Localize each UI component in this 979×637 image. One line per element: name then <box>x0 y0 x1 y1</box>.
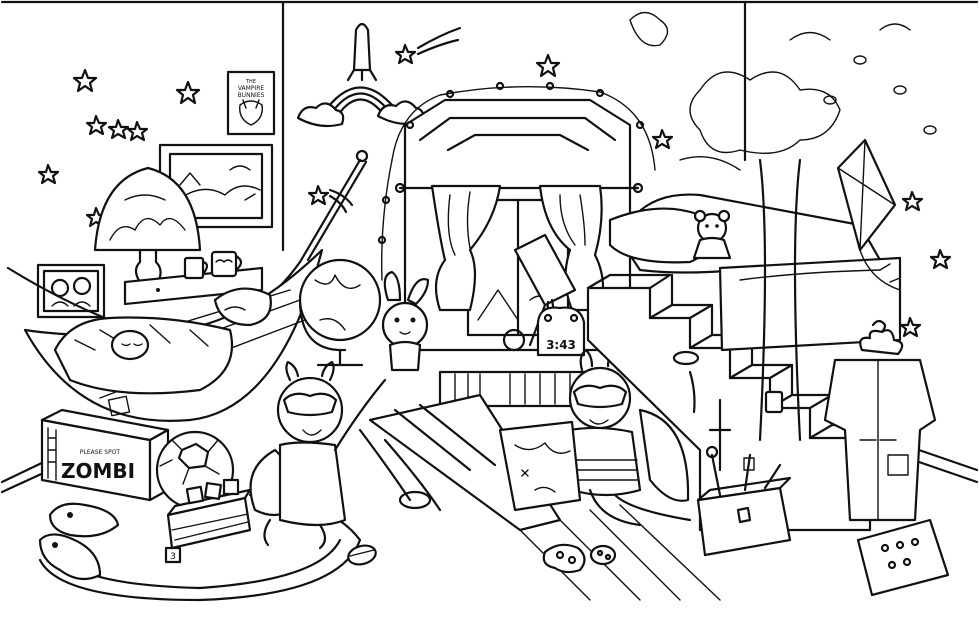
girl-in-cape <box>568 348 692 527</box>
rainbow-wall-decal <box>296 22 425 128</box>
clock-display: 3:43 <box>546 338 576 352</box>
wall-stars <box>37 26 952 338</box>
game-controller <box>542 543 586 574</box>
desk-globe <box>298 258 382 367</box>
wall-shelf <box>123 250 264 306</box>
toolbox-with-tools <box>696 398 792 557</box>
floor-toys <box>347 543 617 574</box>
tree-wall-decal <box>629 11 937 442</box>
stair-items <box>672 350 784 414</box>
mug-two <box>210 250 238 278</box>
family-photo-frame <box>36 263 106 319</box>
table-lamp <box>93 166 202 284</box>
loft-bed-stairs <box>586 273 874 532</box>
poster-line-2: VAMPIRE <box>238 85 265 92</box>
poster-line-1: THE <box>245 79 256 85</box>
hammock-with-sleeper <box>6 149 369 422</box>
boy-in-cape <box>249 360 387 550</box>
teddy-bear <box>692 209 732 260</box>
mug-one <box>183 256 205 280</box>
kite-on-wall <box>836 138 901 291</box>
pocket-watch <box>502 328 526 352</box>
game-box-subtitle: PLEASE SPOT <box>80 449 121 456</box>
game-box-title: ZOMBI <box>61 459 135 483</box>
pinwheel <box>859 329 904 356</box>
floor-dice-face: 3 <box>170 552 176 562</box>
poster-line-3: BUNNIES <box>238 92 265 99</box>
vampire-bunnies-poster: THE VAMPIRE BUNNIES <box>226 70 276 136</box>
digital-alarm-clock: 3:43 <box>502 306 586 357</box>
floor-game-board <box>856 518 950 597</box>
treasure-map <box>498 420 582 512</box>
bunny-plush-toy <box>381 270 430 372</box>
zombie-board-game-box: ZOMBI PLEASE SPOT <box>40 408 170 502</box>
bunny-slippers <box>38 502 120 581</box>
robe-on-hanger <box>823 319 937 522</box>
